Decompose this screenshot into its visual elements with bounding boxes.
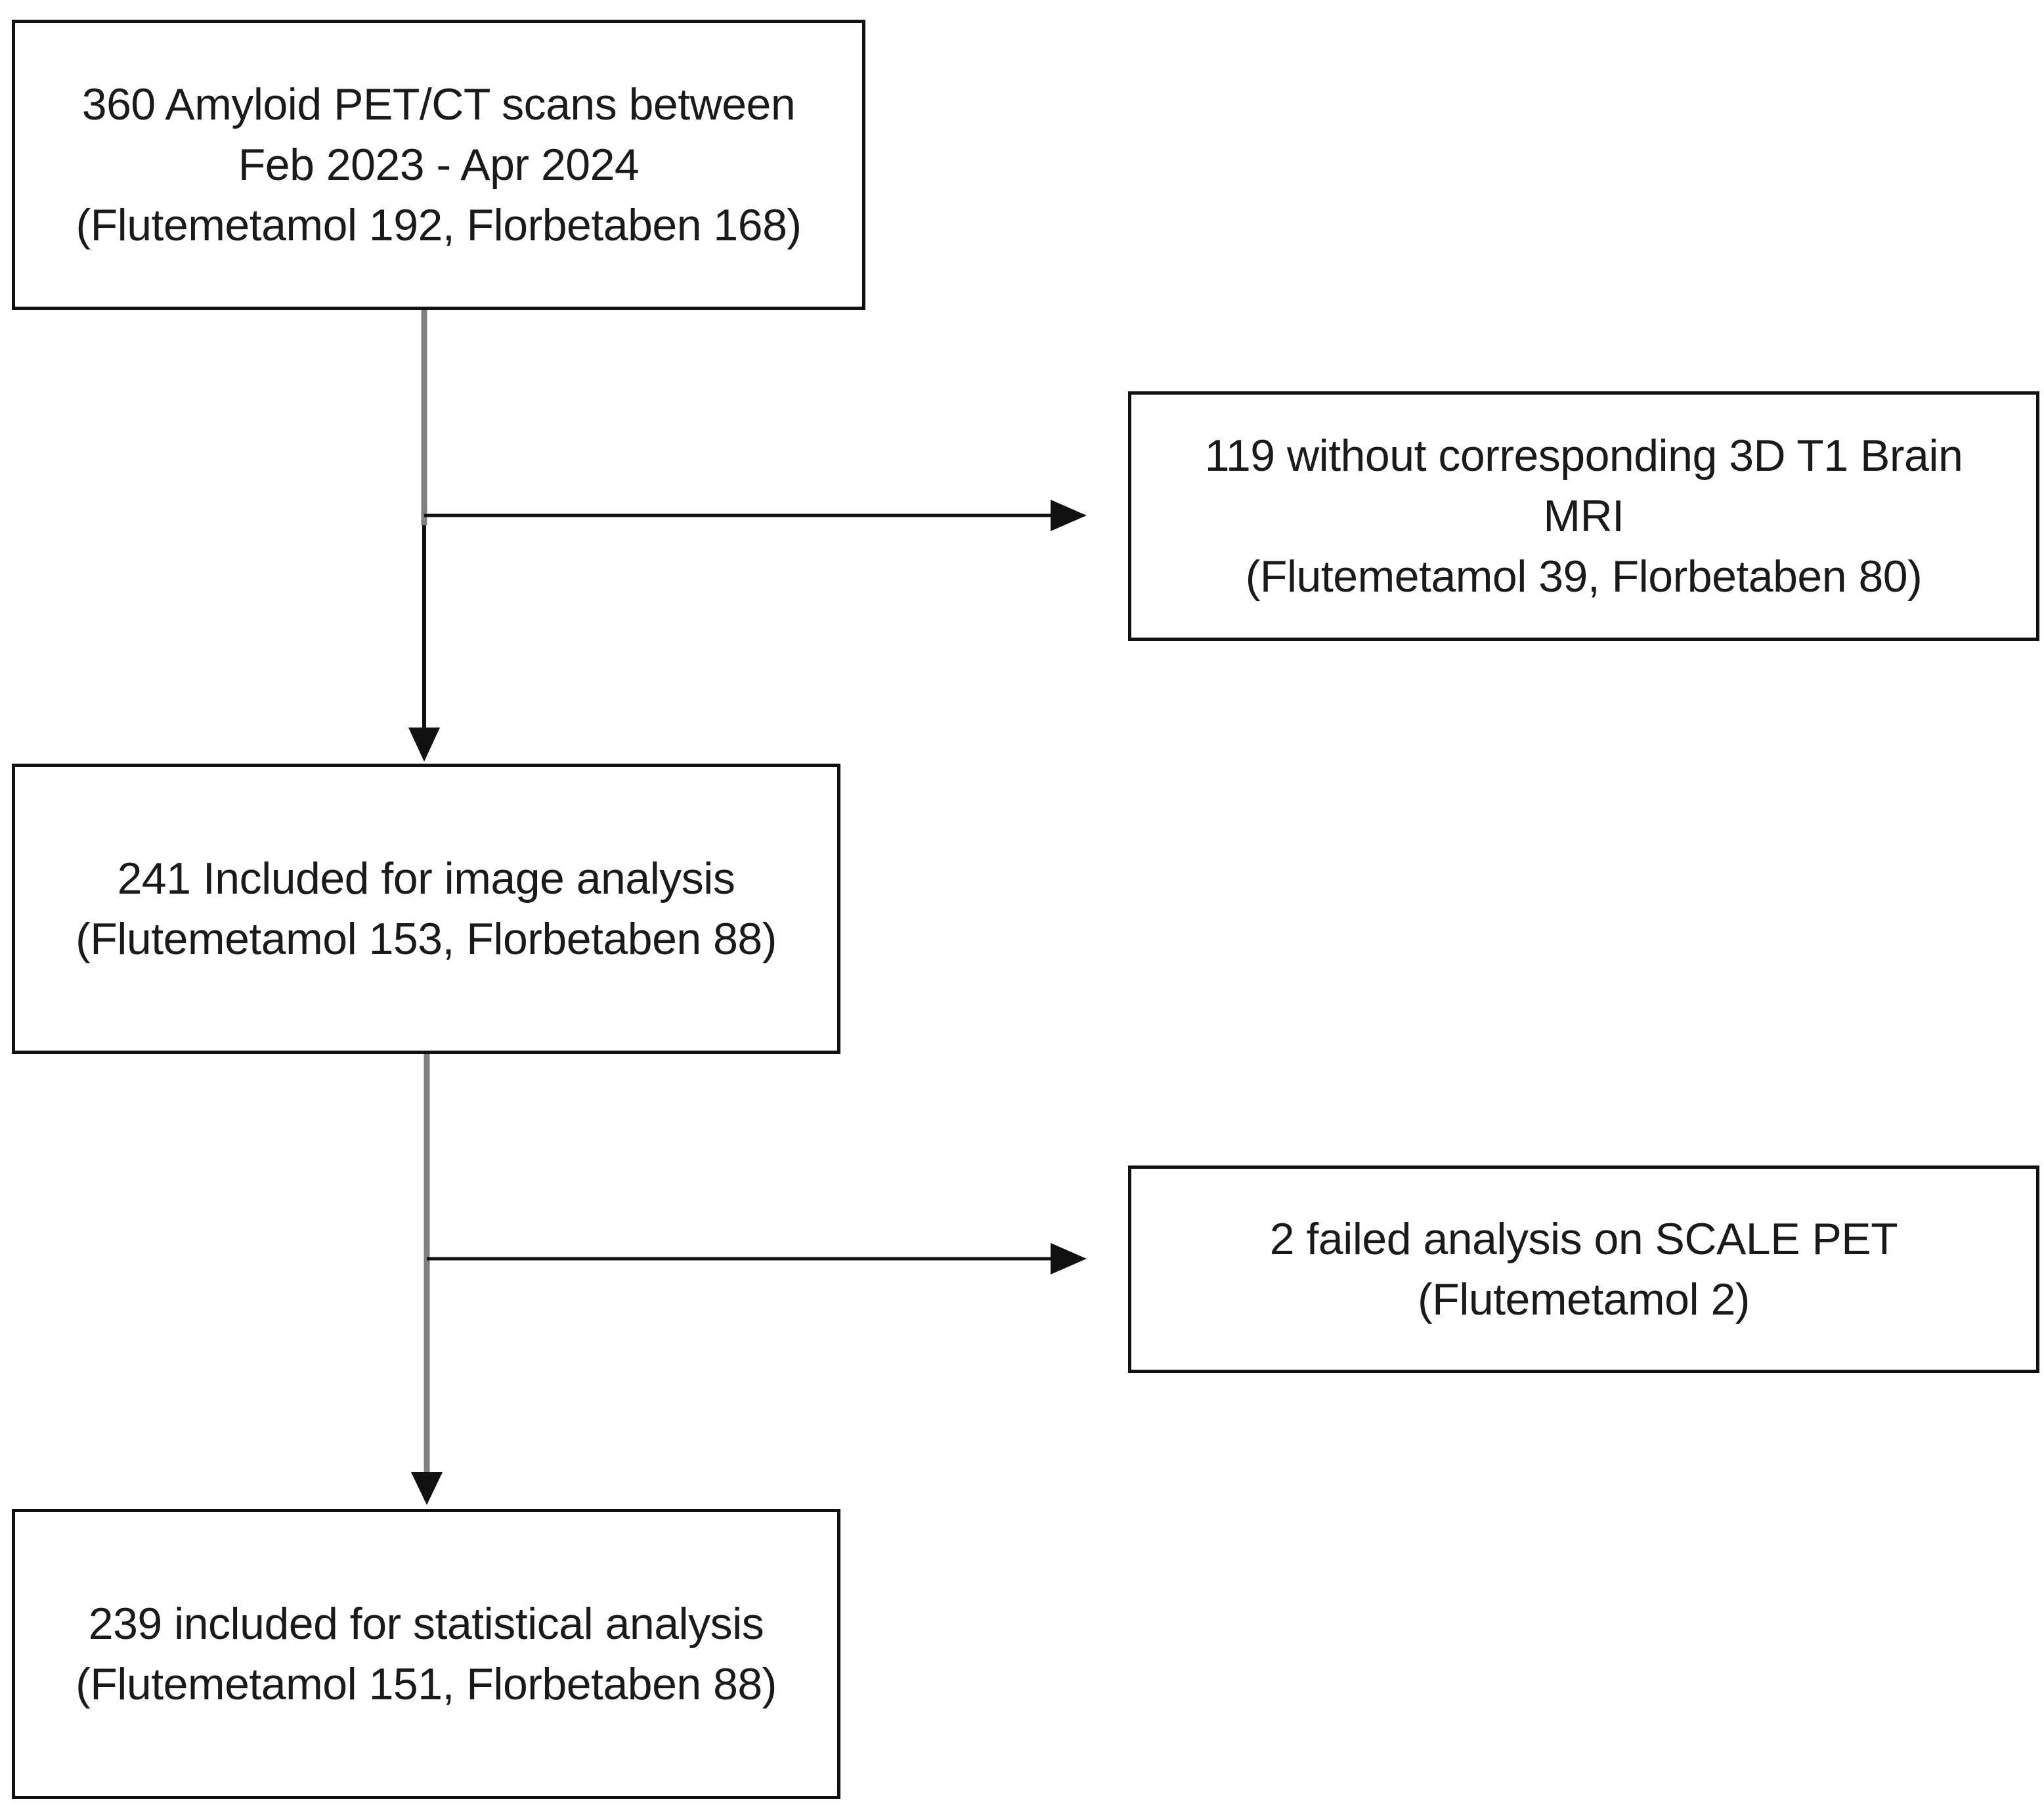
screened-scans-count-text: 360 Amyloid PET/CT scans between [81, 79, 796, 129]
failed-analysis-tracer-breakdown-text: (Flutemetamol 2) [1418, 1274, 1750, 1324]
excluded-no-mri-box: 119 without corresponding 3D T1 Brain MR… [1128, 391, 2039, 641]
arrowhead-to-excluded-mri [1051, 500, 1087, 531]
failed-analysis-count-text: 2 failed analysis on SCALE PET [1269, 1214, 1898, 1264]
included-statistical-analysis-count-text: 239 included for statistical analysis [88, 1599, 764, 1649]
included-image-analysis-box: 241 Included for image analysis (Fluteme… [12, 764, 840, 1054]
included-statistical-analysis-tracer-breakdown-text: (Flutemetamol 151, Florbetaben 88) [76, 1659, 777, 1709]
excluded-no-mri-count-text: 119 without corresponding 3D T1 Brain [1204, 431, 1963, 481]
screened-scans-box: 360 Amyloid PET/CT scans between Feb 202… [12, 20, 865, 310]
screened-scans-date-range-text: Feb 2023 - Apr 2024 [238, 140, 640, 190]
screened-scans-tracer-breakdown-text: (Flutemetamol 192, Florbetaben 168) [76, 200, 802, 250]
arrowhead-to-included [408, 728, 440, 762]
arrowhead-to-failed [1051, 1243, 1087, 1274]
included-image-analysis-tracer-breakdown-text: (Flutemetamol 153, Florbetaben 88) [76, 914, 777, 964]
excluded-no-mri-count-text-continued: MRI [1543, 491, 1624, 541]
failed-analysis-box: 2 failed analysis on SCALE PET (Flutemet… [1128, 1165, 2039, 1373]
arrowhead-to-final [411, 1472, 443, 1505]
included-statistical-analysis-box: 239 included for statistical analysis (F… [12, 1509, 840, 1799]
excluded-no-mri-tracer-breakdown-text: (Flutemetamol 39, Florbetaben 80) [1245, 552, 1923, 601]
included-image-analysis-count-text: 241 Included for image analysis [117, 854, 735, 904]
